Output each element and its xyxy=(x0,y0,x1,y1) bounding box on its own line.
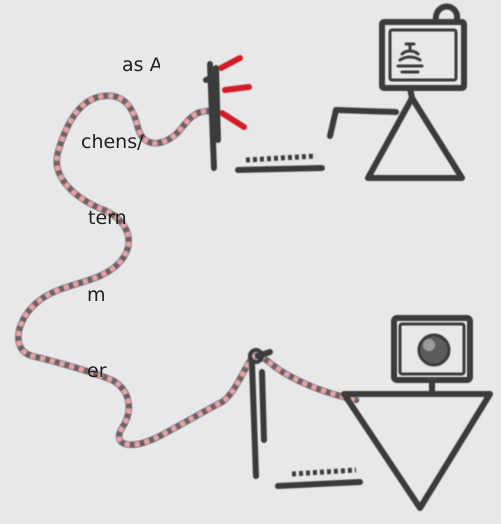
person-with-camera-icon xyxy=(344,318,490,508)
monitor-icon xyxy=(250,350,270,476)
caption-line-4: m xyxy=(0,283,160,309)
caption-line-5: er xyxy=(0,359,160,385)
person-with-computer-screen-icon xyxy=(330,7,464,178)
caption-line-3: tern xyxy=(0,206,160,232)
monitor-icon xyxy=(206,64,218,168)
top-station xyxy=(206,7,464,178)
caption-text: as Alter chens/ tern m er xyxy=(0,2,160,436)
caption-line-2: chens/ xyxy=(0,130,160,156)
signal-waves-icon xyxy=(221,58,249,127)
bottom-station xyxy=(250,318,490,508)
keyboard-icon xyxy=(238,156,322,170)
caption-line-1: as Alter xyxy=(0,53,160,79)
keyboard-icon xyxy=(278,470,360,486)
